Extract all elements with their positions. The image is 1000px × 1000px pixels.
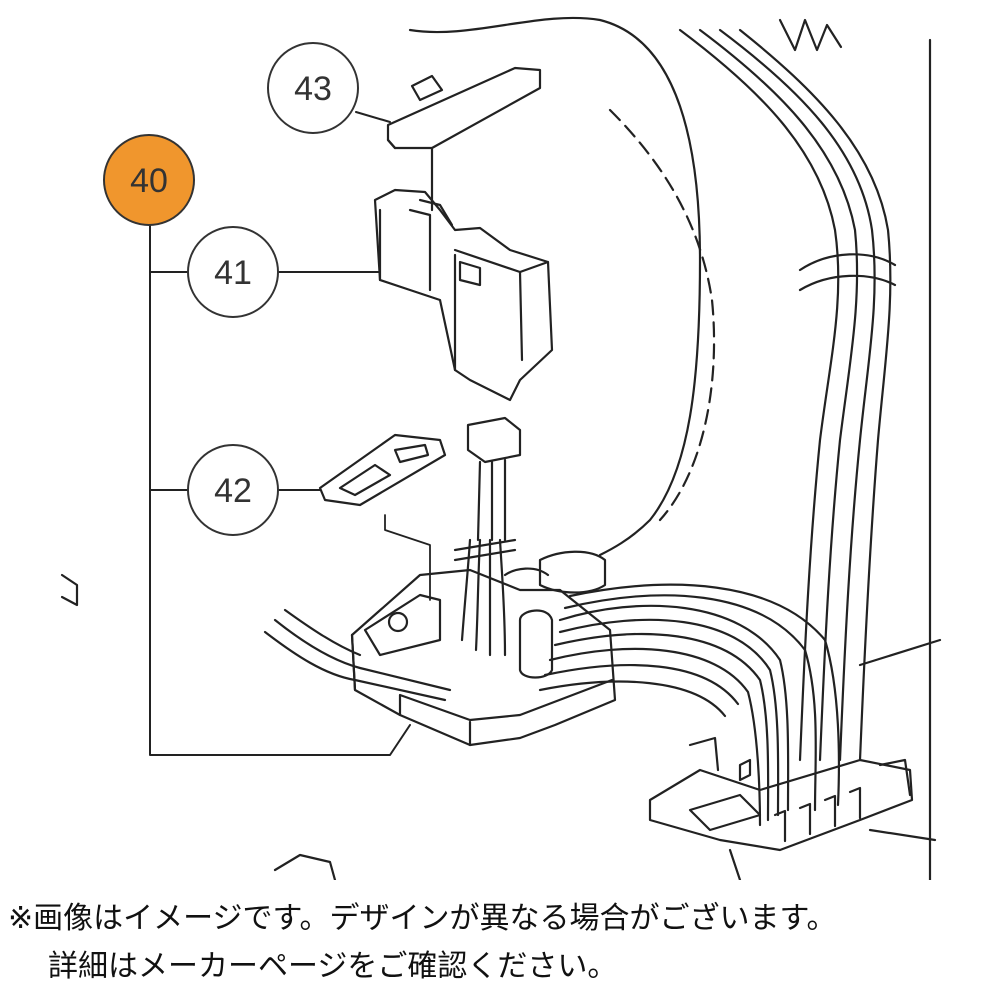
disclaimer-line-1: ※画像はイメージです。デザインが異なる場合がございます。 xyxy=(8,901,837,936)
wire-bundle-center xyxy=(453,538,517,657)
terminal-block xyxy=(648,736,937,880)
bottom-clip xyxy=(273,853,337,880)
wire-harness-top xyxy=(678,28,897,762)
disclaimer-line-2: 詳細はメーカーページをご確認ください。 xyxy=(48,949,618,984)
callout-41-label: 41 xyxy=(214,254,252,292)
callout-42: 42 xyxy=(187,444,279,536)
callout-41: 41 xyxy=(187,226,279,318)
wire-harness-right xyxy=(538,583,841,827)
parts-diagram: 40 41 42 43 xyxy=(60,16,942,880)
callout-43-label: 43 xyxy=(294,70,332,108)
callout-42-label: 42 xyxy=(214,472,252,510)
callout-43: 43 xyxy=(267,42,359,134)
part-41-switch xyxy=(373,188,554,402)
wire-harness-left xyxy=(263,608,452,702)
callout-40: 40 xyxy=(103,134,195,226)
connector-plug xyxy=(466,416,522,542)
housing-outline-dashed xyxy=(608,108,716,522)
controller-base xyxy=(350,550,617,747)
image-disclaimer: ※画像はイメージです。デザインが異なる場合がございます。 詳細はメーカーページを… xyxy=(8,895,992,991)
left-clip xyxy=(60,573,79,607)
part-43-trigger-cap xyxy=(386,66,542,212)
housing-outline xyxy=(408,16,702,557)
gear-icon xyxy=(778,18,843,52)
housing-edge-right xyxy=(858,638,942,667)
part-42-gasket xyxy=(318,433,447,601)
leader-lines xyxy=(149,111,411,756)
callout-40-label: 40 xyxy=(130,162,168,200)
